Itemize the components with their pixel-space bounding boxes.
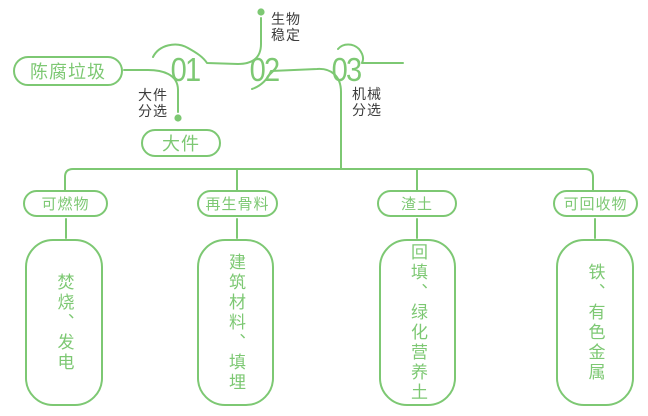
step-03-number: 03 [331,51,363,88]
step-01-number: 01 [170,51,202,88]
step-01-label: 大件 分选 [138,87,168,119]
bulky-node-dot [174,114,182,122]
branch-recycled-aggregate: 再生骨料 [197,190,278,217]
step-02-number: 02 [249,51,281,88]
bio-node-dot [257,8,265,16]
outcome-text: 建筑材料、填埋 [226,252,245,393]
outcome-text: 焚烧、发电 [54,272,74,373]
line-step01-to-step02 [152,17,262,65]
line-step03-tail [337,43,404,64]
outcome-box-metals: 铁、有色金属 [556,239,634,406]
branch-slag-soil: 渣土 [377,190,457,217]
outcome-text: 回填、绿化营养土 [408,242,427,403]
distribution-line [64,168,594,192]
bulky-output-node: 大件 [141,129,221,157]
outcome-box-building-materials: 建筑材料、填埋 [197,239,274,406]
line-step02-to-step03 [251,67,342,169]
outcome-text: 铁、有色金属 [585,262,605,383]
source-node: 陈腐垃圾 [13,56,123,86]
step-02-label: 生物 稳定 [271,11,301,43]
branch-recyclables: 可回收物 [553,190,638,217]
line-source-to-step01 [123,69,179,113]
outcome-box-incineration: 焚烧、发电 [25,239,103,406]
step-03-label: 机械 分选 [352,86,382,118]
outcome-box-backfill: 回填、绿化营养土 [379,239,456,406]
branch-combustibles: 可燃物 [23,190,108,217]
